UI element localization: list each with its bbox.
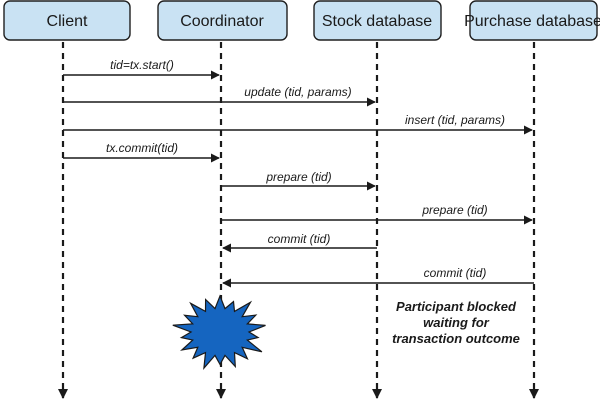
message-commit-from-purchase: commit (tid) — [222, 266, 534, 288]
participant-stock-database: Stock database — [313, 0, 442, 41]
participant-coordinator-label: Coordinator — [180, 13, 264, 30]
message-update-stock: update (tid, params) — [63, 85, 376, 107]
message-label: prepare (tid) — [421, 203, 487, 217]
message-tx-start: tid=tx.start() — [63, 58, 220, 80]
message-label: tx.commit(tid) — [106, 141, 178, 155]
message-label: tid=tx.start() — [110, 58, 174, 72]
message-prepare-purchase: prepare (tid) — [221, 203, 533, 225]
note-line-3: transaction outcome — [392, 331, 520, 346]
coordinator-crash-icon — [172, 294, 266, 371]
participant-purchase-database-label: Purchase database — [464, 13, 600, 30]
message-insert-purchase: insert (tid, params) — [63, 113, 533, 135]
participant-stock-database-label: Stock database — [322, 13, 432, 30]
message-prepare-stock: prepare (tid) — [221, 170, 376, 191]
message-label: prepare (tid) — [265, 170, 331, 184]
message-label: insert (tid, params) — [405, 113, 505, 127]
participant-coordinator: Coordinator — [157, 0, 288, 41]
message-label: commit (tid) — [424, 266, 487, 280]
note-line-2: waiting for — [423, 315, 490, 330]
message-label: update (tid, params) — [244, 85, 351, 99]
blocked-participant-note: Participant blocked waiting for transact… — [392, 299, 520, 346]
participant-purchase-database: Purchase database — [464, 0, 600, 41]
message-commit-from-stock: commit (tid) — [222, 232, 377, 253]
note-line-1: Participant blocked — [396, 299, 517, 314]
message-tx-commit: tx.commit(tid) — [63, 141, 220, 163]
participant-client-label: Client — [47, 13, 88, 30]
participant-client: Client — [3, 0, 131, 41]
messages: tid=tx.start() update (tid, params) inse… — [63, 58, 534, 288]
message-label: commit (tid) — [268, 232, 331, 246]
